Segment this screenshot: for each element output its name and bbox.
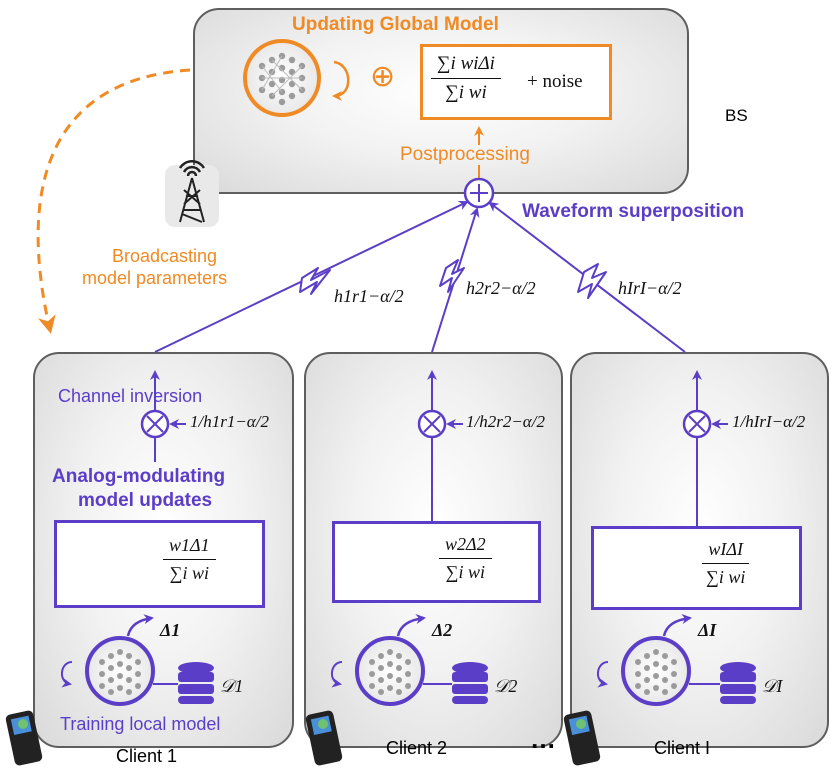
client-i-name: Client I <box>654 738 711 758</box>
clients-ellipsis: … <box>530 724 556 754</box>
aggregate-plus-symbol: ⊕ <box>370 60 396 93</box>
global-model-title: Updating Global Model <box>292 14 499 35</box>
update-arrow-2 <box>396 614 426 637</box>
weight-denominator-i: ∑i wi <box>706 567 746 587</box>
update-arrow-1 <box>126 614 154 637</box>
noise-term: + noise <box>527 71 583 92</box>
train-loop-i <box>597 661 609 688</box>
update-label-1: Δ1 <box>160 620 181 640</box>
train-loop-2 <box>331 661 343 688</box>
fading-bolt-1 <box>299 267 331 295</box>
local-model-icon-i <box>621 636 720 706</box>
fading-bolt-2 <box>439 259 465 293</box>
phone-icon-1 <box>5 710 43 766</box>
postprocessing-label: Postprocessing <box>400 144 530 165</box>
aggregate-denominator: ∑i wi <box>445 82 487 103</box>
update-arrow-i <box>662 614 692 637</box>
channel-gain-1: h1r1−α/2 <box>334 286 404 306</box>
phone-icon-2 <box>305 710 343 766</box>
weight-denominator-1: ∑i wi <box>169 563 209 583</box>
channel-gain-i: hIrI−α/2 <box>618 278 682 298</box>
analog-label-line1: Analog-modulating <box>52 466 226 487</box>
train-loop-1 <box>61 661 73 688</box>
broadcast-arrow <box>36 68 191 334</box>
bs-label: BS <box>725 106 748 125</box>
multiplier-node-1 <box>140 409 170 439</box>
global-model-icon <box>243 39 321 117</box>
broadcast-label-line2: model parameters <box>82 268 228 288</box>
database-icon-2 <box>452 662 488 704</box>
channel-inversion-label: Channel inversion <box>58 386 203 406</box>
weight-denominator-2: ∑i wi <box>445 562 485 582</box>
aggregate-numerator: ∑i wiΔi <box>431 53 501 79</box>
dataset-label-2: 𝒟2 <box>494 676 518 696</box>
local-model-icon-2 <box>355 636 452 706</box>
superposition-node <box>463 177 495 209</box>
local-model-icon-1 <box>85 636 178 706</box>
base-station-tower-icon <box>165 159 219 227</box>
modulation-box-i: wIΔI ∑i wi <box>591 526 802 610</box>
channel-gain-2: h2r2−α/2 <box>466 278 536 298</box>
analog-label-line2: model updates <box>78 490 213 511</box>
aggregation-formula-box: ∑i wiΔi ∑i wi + noise <box>420 44 612 120</box>
database-icon-i <box>720 662 756 704</box>
training-local-model-label: Training local model <box>60 714 221 734</box>
client-1-name: Client 1 <box>116 746 178 766</box>
client-2-name: Client 2 <box>386 738 448 758</box>
weight-numerator-i: wIΔI <box>702 539 749 564</box>
inverse-gain-2: 1/h2r2−α/2 <box>466 412 545 431</box>
multiplier-node-i <box>682 409 712 439</box>
update-label-i: ΔI <box>698 620 717 640</box>
modulation-box-1: w1Δ1 ∑i wi <box>54 520 265 608</box>
modulation-box-2: w2Δ2 ∑i wi <box>332 521 541 603</box>
phone-icon-i <box>563 710 601 766</box>
dataset-label-i: 𝒟I <box>762 676 783 696</box>
weight-numerator-2: w2Δ2 <box>439 534 492 559</box>
multiplier-node-2 <box>417 409 447 439</box>
fading-bolt-i <box>577 263 607 299</box>
waveform-superposition-label: Waveform superposition <box>522 201 745 222</box>
weight-numerator-1: w1Δ1 <box>163 535 216 560</box>
inverse-gain-i: 1/hIrI−α/2 <box>732 412 806 431</box>
update-label-2: Δ2 <box>432 620 453 640</box>
loop-arrow <box>332 60 350 101</box>
dataset-label-1: 𝒟1 <box>220 676 244 696</box>
inverse-gain-1: 1/h1r1−α/2 <box>190 412 269 431</box>
database-icon-1 <box>178 662 214 704</box>
broadcast-label-line1: Broadcasting <box>112 246 218 266</box>
